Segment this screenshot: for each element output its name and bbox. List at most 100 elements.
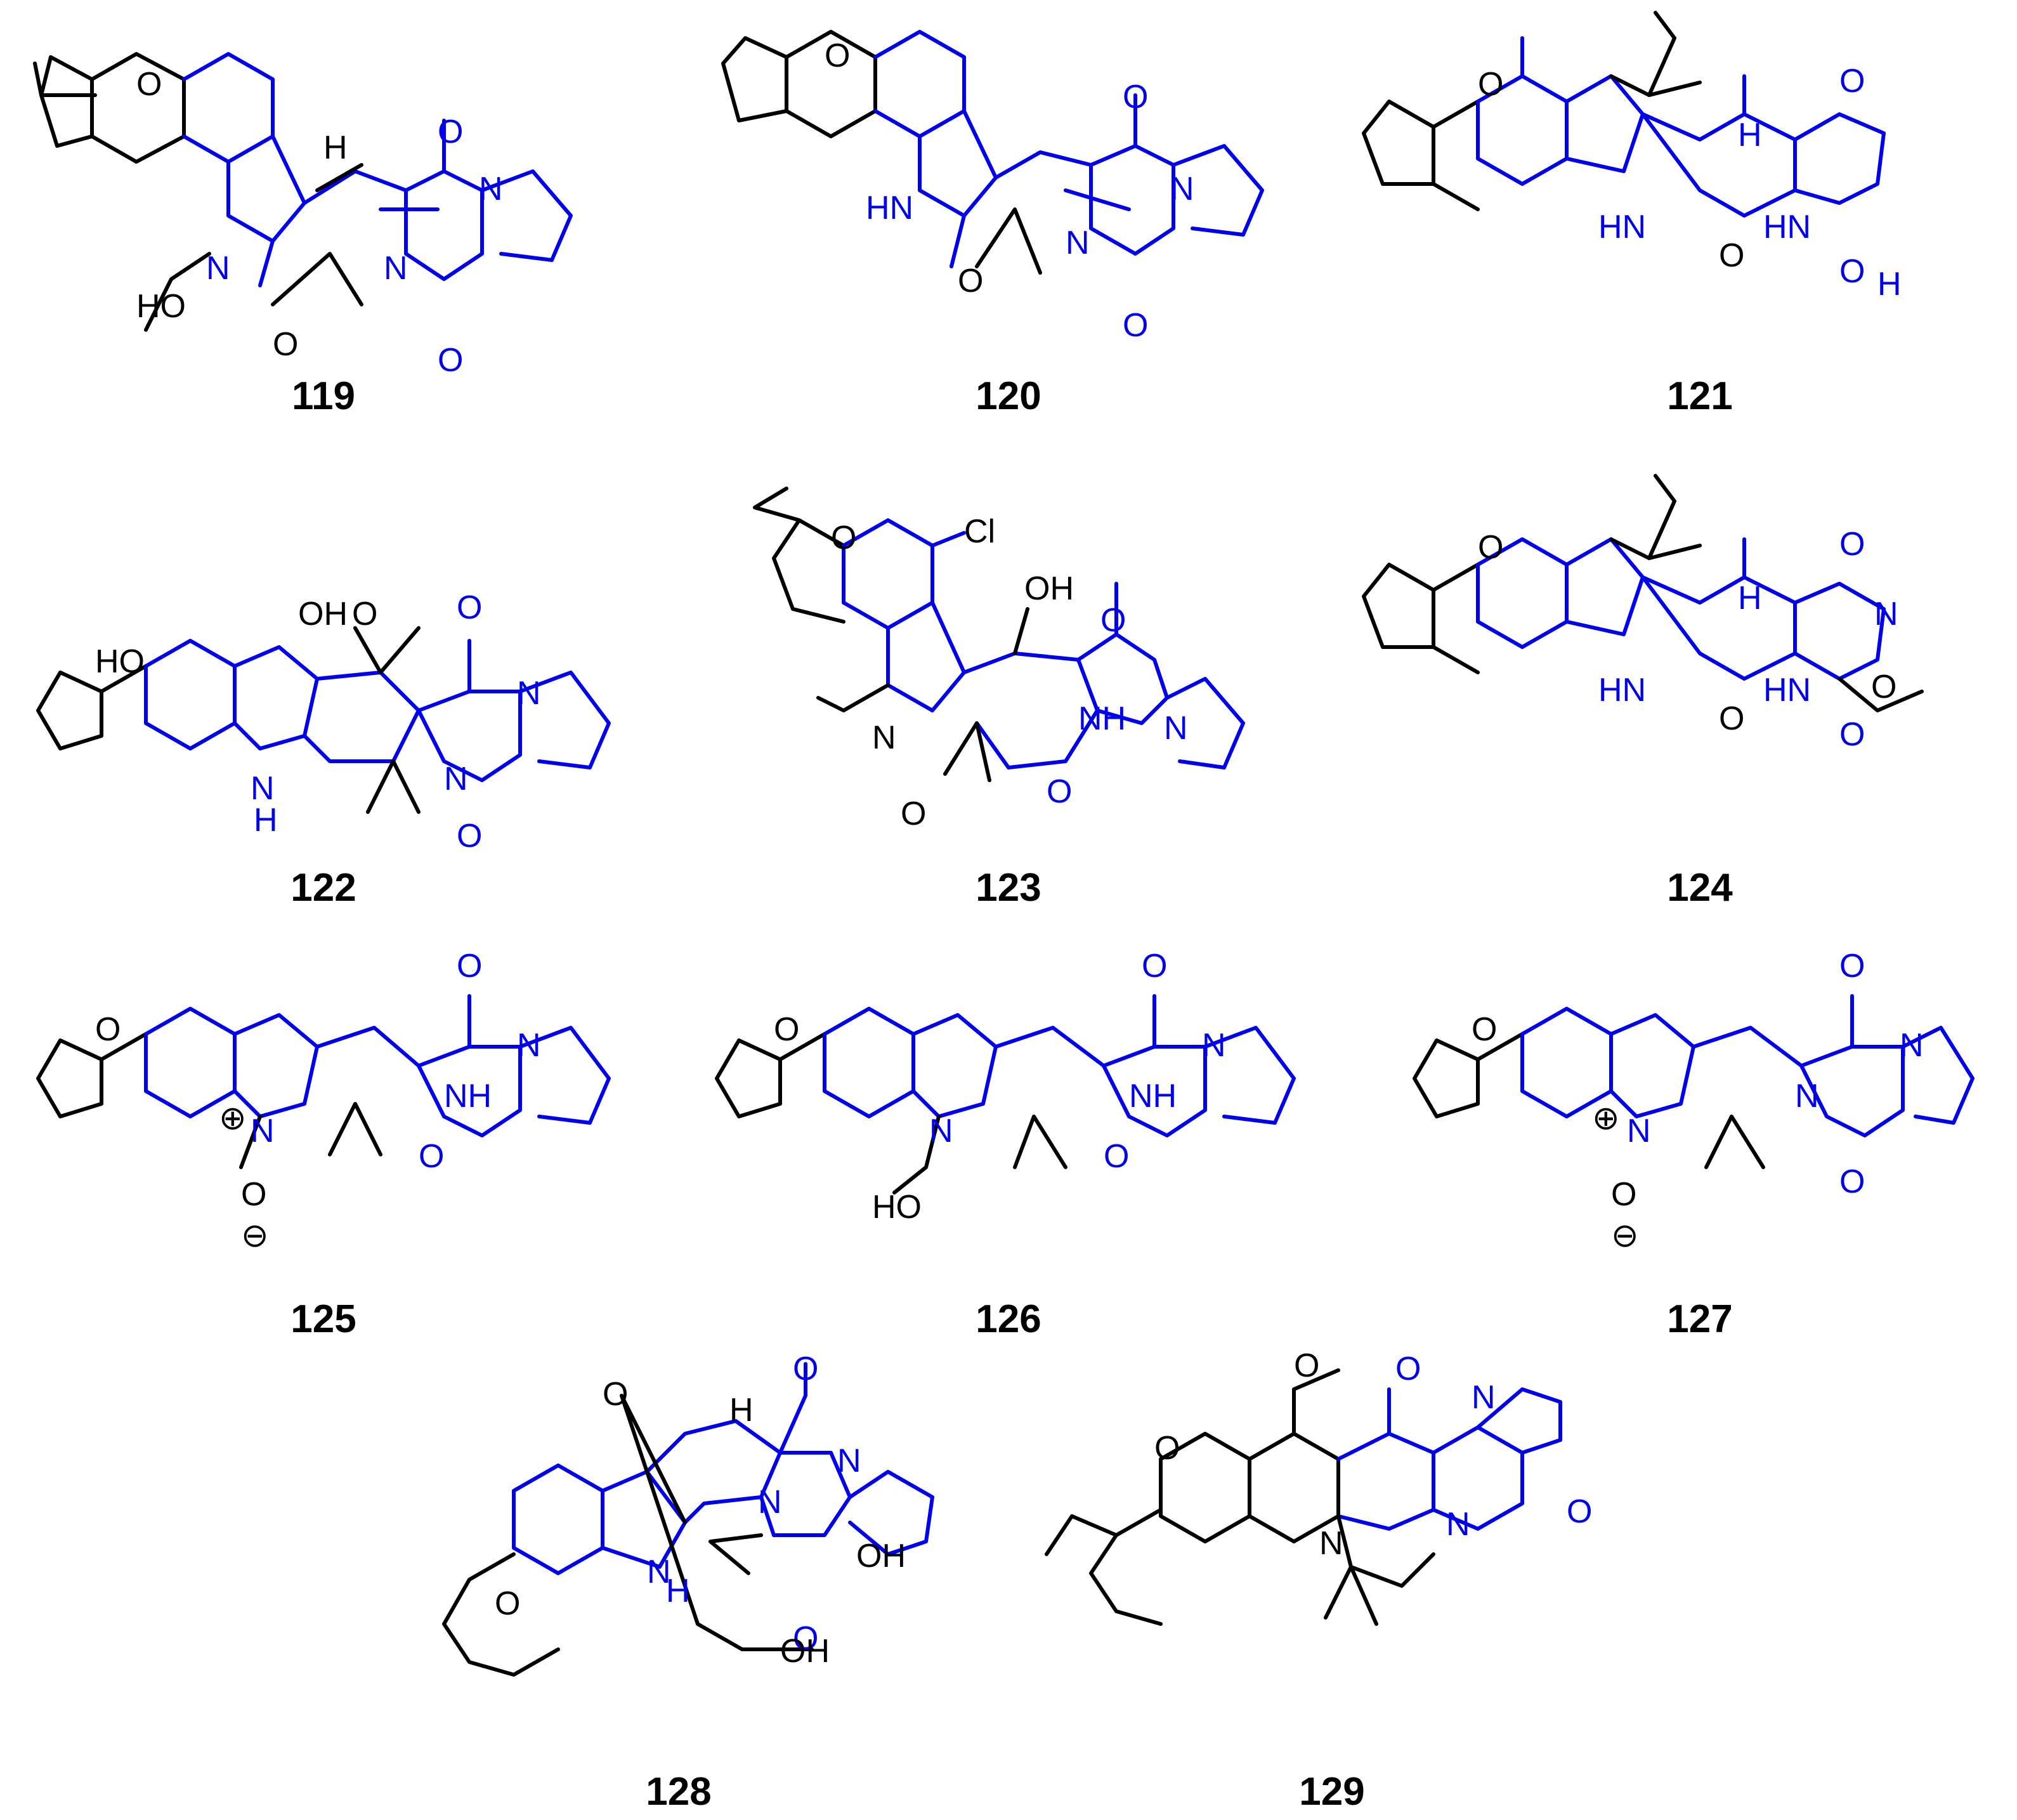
atom-label-120-6: O bbox=[1123, 307, 1148, 344]
atom-label-126-5: HO bbox=[872, 1189, 922, 1226]
atom-label-121-7: H bbox=[1877, 266, 1902, 303]
oxindole-core bbox=[182, 52, 306, 287]
atom-label-127-2: N bbox=[1900, 1027, 1924, 1064]
atom-label-123-3: O bbox=[1100, 602, 1126, 639]
indole-core bbox=[823, 1007, 998, 1118]
atom-label-125-5: O bbox=[241, 1176, 266, 1213]
compound-121-structure: O H O HN HN O O H 121 bbox=[1362, 11, 1902, 418]
atom-label-126-6: O bbox=[1104, 1138, 1129, 1175]
atom-label-127-3: N bbox=[1795, 1078, 1819, 1115]
compound-124-structure: O H O N HN HN O O O 124 bbox=[1362, 474, 1924, 910]
compound-label-127: 127 bbox=[1667, 1297, 1732, 1341]
compound-122-structure: HO OH O O N N N H O 122 bbox=[36, 589, 611, 910]
chromene-ring bbox=[442, 1552, 560, 1677]
atom-label-121-4: HN bbox=[1763, 209, 1811, 246]
atom-label-122-4: N bbox=[517, 675, 541, 712]
atom-label-121-2: O bbox=[1839, 63, 1865, 100]
atom-label-122-8: O bbox=[457, 818, 482, 854]
atom-label-119-5: N bbox=[206, 250, 230, 287]
compound-label-124: 124 bbox=[1667, 866, 1733, 910]
atom-label-120-2: N bbox=[1170, 171, 1194, 207]
atom-label-119-1: H bbox=[323, 129, 348, 166]
atom-label-128-7: OH bbox=[856, 1538, 906, 1574]
ethoxy-group bbox=[1837, 677, 1924, 712]
diketopiperazine-core bbox=[994, 93, 1264, 256]
side-chain bbox=[353, 626, 421, 814]
compound-label-123: 123 bbox=[976, 866, 1041, 910]
atom-label-126-0: O bbox=[774, 1011, 799, 1048]
atom-label-120-1: O bbox=[1123, 79, 1148, 115]
quinoline-core bbox=[1159, 1368, 1340, 1543]
side-chain bbox=[239, 1102, 382, 1169]
diketopiperazine-core bbox=[645, 1362, 934, 1556]
atom-label-128-10: H bbox=[666, 1573, 690, 1609]
chromene-ring bbox=[1045, 1508, 1163, 1626]
atom-label-124-6: O bbox=[1719, 700, 1744, 737]
indolenine-core bbox=[144, 1007, 319, 1118]
side-chain bbox=[144, 163, 363, 332]
vinyl-group bbox=[1609, 474, 1702, 560]
chromene-ring bbox=[1413, 1032, 1524, 1118]
atom-label-123-0: O bbox=[831, 520, 856, 556]
atom-label-123-6: N bbox=[1164, 710, 1188, 747]
atom-label-128-2: O bbox=[793, 1351, 818, 1387]
atom-label-122-0: HO bbox=[95, 643, 145, 680]
compound-125-structure: O O N NH N O O ⊕ ⊖ 125 bbox=[36, 948, 611, 1341]
oxindole-core bbox=[873, 30, 998, 268]
atom-label-128-6: O bbox=[793, 1620, 818, 1657]
atom-label-125-7: ⊕ bbox=[219, 1100, 247, 1137]
compound-label-128: 128 bbox=[646, 1770, 711, 1814]
atom-label-122-1: OH bbox=[298, 596, 348, 632]
atom-label-125-2: N bbox=[517, 1027, 541, 1064]
cyclopentane-diketopiperazine bbox=[962, 582, 1245, 769]
oxindole-core bbox=[1476, 36, 1645, 186]
atom-label-120-5: O bbox=[958, 263, 983, 299]
atom-label-127-4: N bbox=[1627, 1113, 1651, 1149]
atom-label-123-2: OH bbox=[1024, 570, 1074, 607]
atom-label-119-8: O bbox=[438, 342, 463, 379]
indole-core bbox=[144, 639, 319, 750]
atom-label-124-0: O bbox=[1478, 529, 1503, 566]
atom-label-123-8: O bbox=[1047, 773, 1072, 810]
diketopiperazine-core bbox=[1641, 74, 1886, 218]
atom-label-127-0: O bbox=[1472, 1011, 1497, 1048]
compound-126-structure: O O N NH N HO O 126 bbox=[715, 948, 1296, 1341]
atom-label-129-4: N bbox=[1319, 1525, 1343, 1562]
compound-label-129: 129 bbox=[1299, 1770, 1364, 1814]
chromene-ring bbox=[1362, 100, 1480, 211]
bridge-and-side-chain bbox=[620, 1394, 814, 1651]
atom-label-120-3: HN bbox=[866, 190, 913, 226]
atom-label-124-3: N bbox=[1874, 596, 1898, 632]
compound-123-structure: O Cl OH O N NH N O O 123 bbox=[753, 487, 1245, 910]
dihydroazepine-side bbox=[1324, 1514, 1435, 1626]
chromene-ring bbox=[1362, 563, 1480, 674]
atom-label-123-1: Cl bbox=[964, 513, 995, 550]
side-chain bbox=[816, 607, 1029, 782]
compound-label-122: 122 bbox=[290, 866, 356, 910]
atom-label-119-6: HO bbox=[136, 288, 186, 325]
atom-label-119-4: N bbox=[384, 250, 408, 287]
atom-label-127-7: ⊕ bbox=[1592, 1100, 1620, 1137]
chromene-ring bbox=[721, 30, 877, 138]
compound-119-structure: O H O N N N HO O O 119 bbox=[33, 52, 573, 418]
atom-label-125-6: O bbox=[419, 1138, 444, 1175]
atom-label-127-6: O bbox=[1839, 1163, 1865, 1200]
atom-label-126-1: O bbox=[1142, 948, 1167, 985]
atom-label-119-2: O bbox=[438, 114, 463, 150]
compound-120-structure: O O N HN N O O 120 bbox=[721, 30, 1264, 418]
compound-128-structure: O H O N N N O OH OH O H 128 bbox=[442, 1351, 934, 1814]
atom-label-124-2: O bbox=[1839, 526, 1865, 563]
atom-label-123-4: N bbox=[872, 719, 896, 756]
compound-129-structure: O O O N N N O 129 bbox=[1045, 1347, 1592, 1814]
atom-label-128-8: OH bbox=[780, 1633, 830, 1670]
atom-label-120-0: O bbox=[825, 37, 850, 74]
compound-label-125: 125 bbox=[290, 1297, 356, 1341]
atom-label-127-5: O bbox=[1611, 1176, 1636, 1213]
atom-label-119-3: N bbox=[479, 171, 503, 207]
atom-label-123-7: O bbox=[901, 795, 926, 832]
compound-label-121: 121 bbox=[1667, 374, 1732, 418]
atom-label-125-1: O bbox=[457, 948, 482, 985]
diketopiperazine-core bbox=[994, 994, 1296, 1137]
atom-label-129-6: O bbox=[1567, 1493, 1592, 1530]
atom-label-128-3: N bbox=[837, 1443, 861, 1479]
